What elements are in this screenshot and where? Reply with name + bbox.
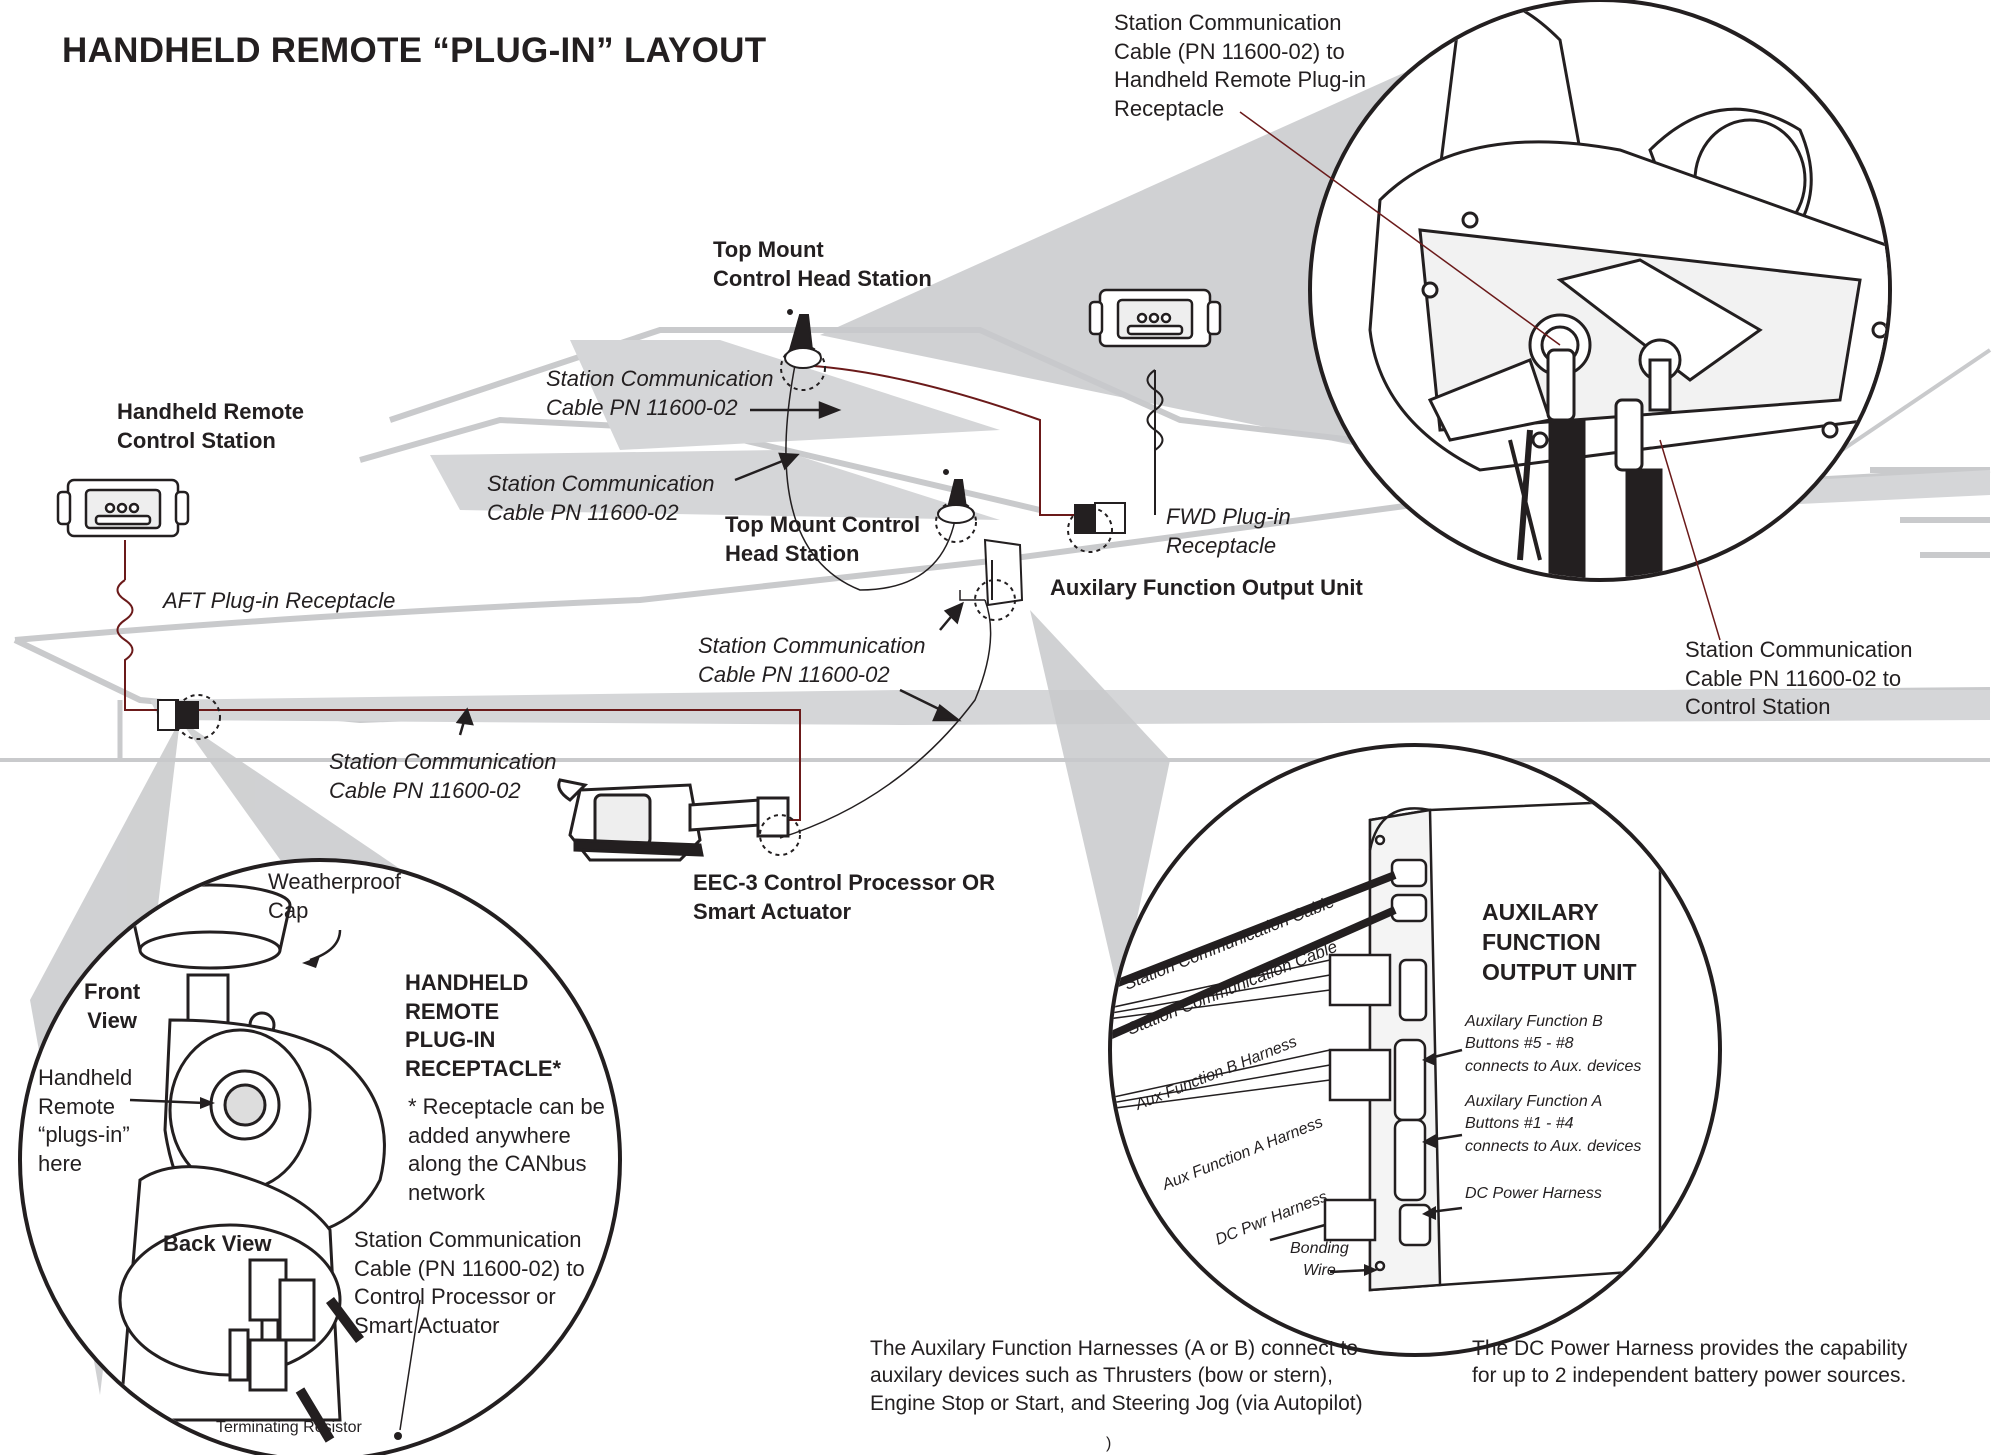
top-detail-cable-to-control-station: Station Communication Cable PN 11600-02 …	[1685, 637, 1913, 720]
aft-receptacle-label: AFT Plug-in Receptacle	[163, 588, 396, 613]
back-view-label: Back View	[163, 1231, 272, 1256]
aux-func-b-label: Auxilary Function B Buttons #5 - #8 conn…	[1465, 1013, 1642, 1075]
top-detail-cable-to-receptacle: Station Communication Cable (PN 11600-02…	[1114, 10, 1366, 121]
fwd-receptacle-label: FWD Plug-in Receptacle	[1166, 504, 1291, 558]
aux-detail-heading: AUXILARY FUNCTION OUTPUT UNIT	[1482, 899, 1637, 985]
eec3-label: EEC-3 Control Processor OR Smart Actuato…	[693, 870, 995, 924]
top-mount-head-upper	[780, 309, 826, 391]
stray-mark: )	[1106, 1435, 1112, 1452]
aux-output-unit-small	[974, 538, 1024, 621]
station-cable-label-right: Station Communication Cable PN 11600-02	[698, 633, 926, 687]
receptacle-heading: HANDHELD REMOTE PLUG-IN RECEPTACLE*	[405, 970, 562, 1081]
handheld-station-label: Handheld Remote Control Station	[117, 399, 305, 453]
eec3-processor	[557, 778, 801, 862]
station-cable-label-upper: Station Communication Cable PN 11600-02	[546, 366, 774, 420]
top-mount-head-lower	[935, 469, 977, 543]
aft-receptacle-plug	[157, 694, 221, 740]
aux-output-unit-label: Auxilary Function Output Unit	[1050, 575, 1363, 600]
weatherproof-cap-label: Weatherproof Cap	[268, 869, 401, 923]
receptacle-note: * Receptacle can be added anywhere along…	[408, 1094, 605, 1205]
top-mount-head-station-2-label: Top Mount Control Head Station	[725, 512, 921, 566]
receptacle-detail-circle	[18, 858, 622, 1455]
aux-harness-note: The Auxilary Function Harnesses (A or B)…	[870, 1337, 1363, 1415]
front-view-label: Front View	[84, 979, 141, 1033]
handheld-remote-right	[1088, 288, 1222, 348]
station-cable-label-mid: Station Communication Cable PN 11600-02	[487, 471, 715, 525]
handheld-remote-left	[56, 478, 190, 538]
leader-arrows	[455, 401, 964, 736]
top-mount-head-station-label: Top Mount Control Head Station	[713, 237, 932, 291]
page-title: HANDHELD REMOTE “PLUG-IN” LAYOUT	[62, 31, 767, 70]
aux-func-a-label: Auxilary Function A Buttons #1 - #4 conn…	[1465, 1093, 1642, 1155]
fwd-receptacle-plug	[1067, 502, 1126, 553]
bonding-wire-label: Bonding Wire	[1290, 1240, 1349, 1280]
cables-black	[779, 364, 992, 839]
top-detail-circle	[1239, 0, 1892, 641]
aux-detail-circle: Station Communication Cable Station Comm…	[1108, 743, 1722, 1357]
terminating-resistor-label: Terminating Resistor	[216, 1419, 362, 1436]
station-cable-label-lower: Station Communication Cable PN 11600-02	[329, 749, 557, 803]
plugs-in-here-label: Handheld Remote “plugs-in” here	[38, 1065, 133, 1176]
dc-harness-note: The DC Power Harness provides the capabi…	[1472, 1337, 1908, 1388]
dc-power-harness-label: DC Power Harness	[1465, 1185, 1602, 1202]
cable-to-processor-label: Station Communication Cable (PN 11600-02…	[354, 1227, 585, 1338]
